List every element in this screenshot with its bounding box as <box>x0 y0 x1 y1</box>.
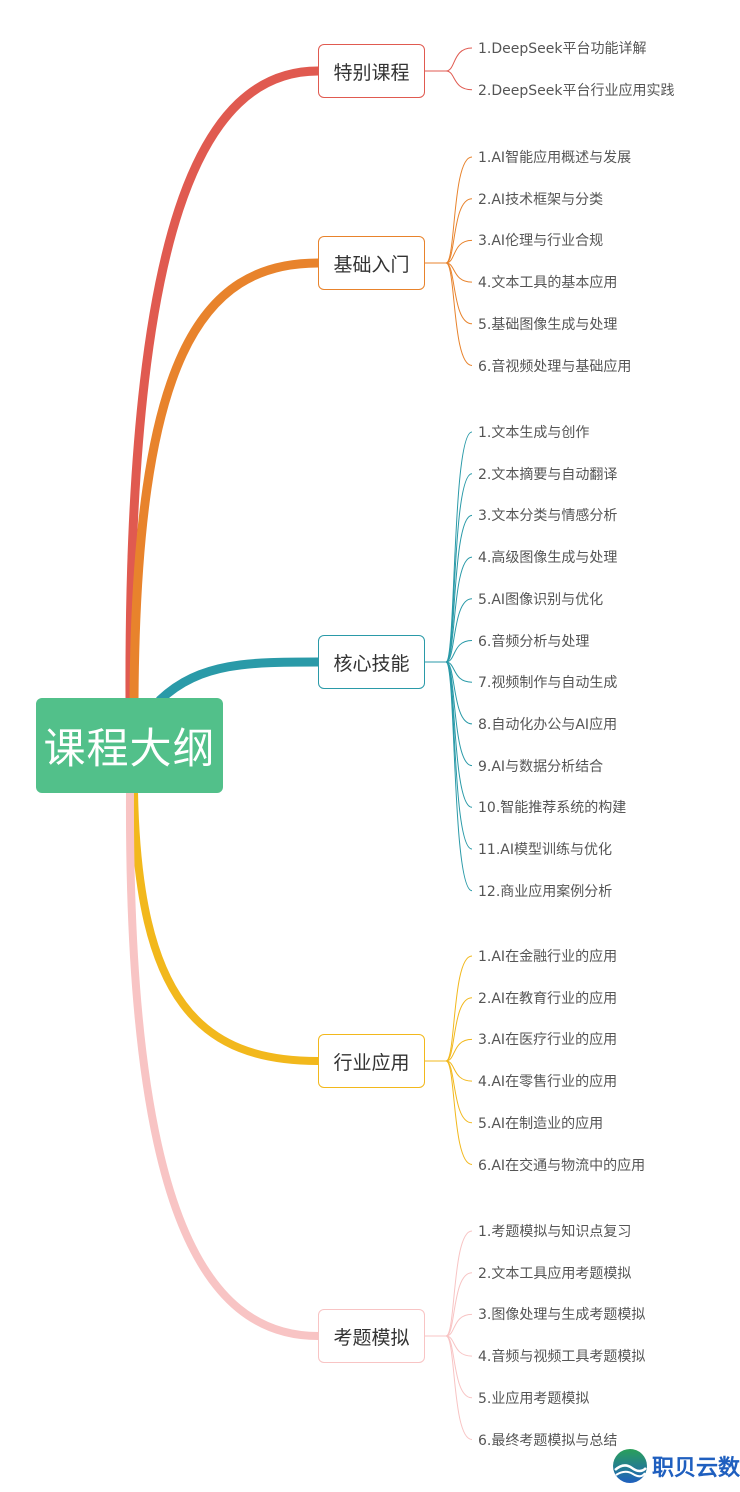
leaf-node[interactable]: 4.AI在零售行业的应用 <box>478 1074 618 1091</box>
leaf-node[interactable]: 2.AI技术框架与分类 <box>478 191 604 208</box>
leaf-connector <box>425 1335 473 1399</box>
leaf-connector <box>425 70 473 91</box>
leaf-connector <box>425 473 473 663</box>
branch-connector <box>130 788 322 1065</box>
leaf-node[interactable]: 6.音视频处理与基础应用 <box>478 358 632 375</box>
branch-node[interactable]: 行业应用 <box>318 1034 425 1088</box>
branch-node[interactable]: 特别课程 <box>318 44 425 98</box>
leaf-node[interactable]: 4.音频与视频工具考题模拟 <box>478 1349 646 1366</box>
logo-icon <box>613 1449 647 1483</box>
leaf-node[interactable]: 5.业应用考题模拟 <box>478 1390 590 1407</box>
leaf-node[interactable]: 5.AI在制造业的应用 <box>478 1115 604 1132</box>
leaf-node[interactable]: 4.高级图像生成与处理 <box>478 550 618 567</box>
leaf-connector <box>425 556 473 663</box>
leaf-connector <box>425 661 473 892</box>
branch-node[interactable]: 核心技能 <box>318 635 425 689</box>
leaf-node[interactable]: 2.文本工具应用考题模拟 <box>478 1265 632 1282</box>
leaf-connector <box>425 47 473 72</box>
leaf-connector <box>425 661 473 725</box>
leaf-connector <box>425 955 473 1062</box>
leaf-connector <box>425 514 473 663</box>
leaf-node[interactable]: 1.考题模拟与知识点复习 <box>478 1224 632 1240</box>
leaf-node[interactable]: 11.AI模型训练与优化 <box>478 842 612 858</box>
leaf-connector <box>425 1272 473 1337</box>
leaf-node[interactable]: 2.AI在教育行业的应用 <box>478 990 618 1007</box>
leaf-connector <box>425 997 473 1062</box>
leaf-node[interactable]: 10.智能推荐系统的构建 <box>478 800 627 817</box>
watermark-text: 职贝云数 <box>652 1456 740 1481</box>
leaf-node[interactable]: 3.AI在医疗行业的应用 <box>478 1032 618 1049</box>
leaf-node[interactable]: 3.AI伦理与行业合规 <box>478 233 604 250</box>
leaf-node[interactable]: 3.文本分类与情感分析 <box>478 508 618 525</box>
leaf-connector <box>425 156 473 264</box>
leaf-connector <box>425 661 473 767</box>
leaf-node[interactable]: 6.AI在交通与物流中的应用 <box>478 1157 646 1174</box>
leaf-node[interactable]: 3.图像处理与生成考题模拟 <box>478 1307 646 1324</box>
root-node[interactable]: 课程大纲 <box>36 698 223 793</box>
leaf-connector <box>425 1335 473 1440</box>
leaf-node[interactable]: 7.视频制作与自动生成 <box>478 675 618 692</box>
leaf-node[interactable]: 5.AI图像识别与优化 <box>478 591 604 608</box>
leaf-node[interactable]: 9.AI与数据分析结合 <box>478 758 604 775</box>
leaf-node[interactable]: 1.文本生成与创作 <box>478 425 590 441</box>
leaf-connector <box>425 262 473 325</box>
leaf-connector <box>425 1060 473 1124</box>
branch-connector <box>129 258 323 705</box>
branch-node[interactable]: 基础入门 <box>318 236 425 290</box>
branch-connector <box>125 788 322 1340</box>
branch-connector <box>125 66 323 705</box>
leaf-node[interactable]: 5.基础图像生成与处理 <box>478 316 618 333</box>
leaf-connector <box>425 431 473 663</box>
leaf-node[interactable]: 4.文本工具的基本应用 <box>478 275 618 292</box>
leaf-node[interactable]: 8.自动化办公与AI应用 <box>478 716 618 733</box>
leaf-connector <box>425 598 473 663</box>
leaf-node[interactable]: 2.文本摘要与自动翻译 <box>478 466 618 483</box>
leaf-node[interactable]: 1.DeepSeek平台功能详解 <box>478 41 647 57</box>
branch-connector <box>155 657 323 705</box>
leaf-connector <box>425 198 473 264</box>
leaf-node[interactable]: 1.AI智能应用概述与发展 <box>478 150 632 166</box>
branch-node[interactable]: 考题模拟 <box>318 1309 425 1363</box>
leaf-connector <box>425 661 473 850</box>
leaf-node[interactable]: 12.商业应用案例分析 <box>478 883 613 900</box>
leaf-connector <box>425 1060 473 1165</box>
leaf-connector <box>425 661 473 808</box>
leaf-connector <box>425 262 473 366</box>
watermark-logo: 职贝云数 <box>612 1448 740 1484</box>
leaf-node[interactable]: 1.AI在金融行业的应用 <box>478 949 618 965</box>
leaf-node[interactable]: 6.音频分析与处理 <box>478 633 590 650</box>
leaf-node[interactable]: 6.最终考题模拟与总结 <box>478 1432 618 1449</box>
leaf-connector <box>425 1230 473 1337</box>
leaf-node[interactable]: 2.DeepSeek平台行业应用实践 <box>478 82 675 99</box>
